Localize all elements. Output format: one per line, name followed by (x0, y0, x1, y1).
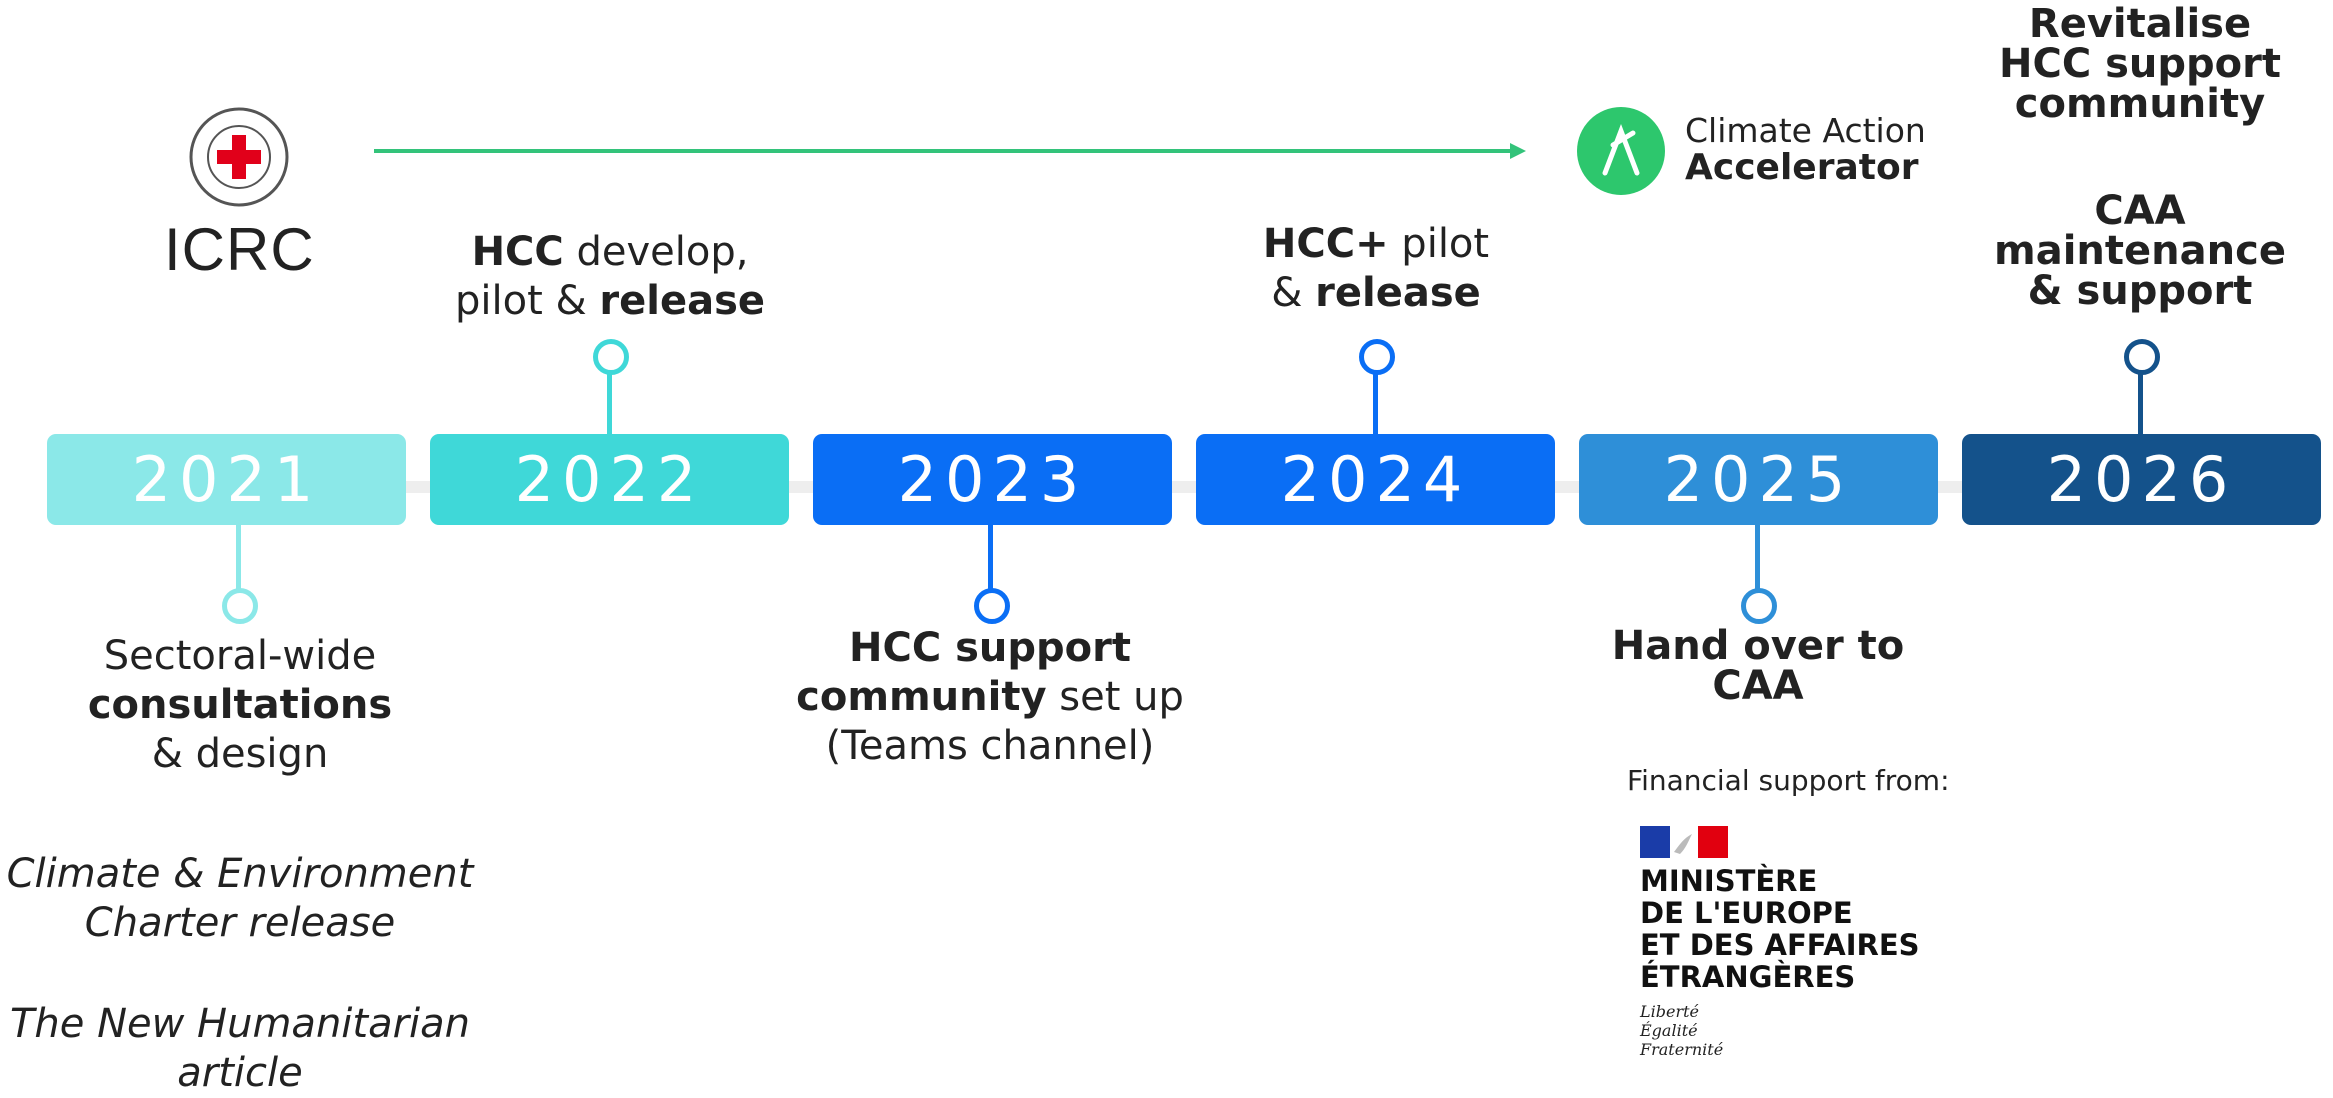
connector-2026 (2138, 370, 2143, 434)
year-2021: 2021 (47, 434, 406, 525)
caa-a-icon (1577, 107, 1665, 195)
caa-line2: Accelerator (1685, 147, 1919, 188)
year-2024: 2024 (1196, 434, 1555, 525)
funding-caption: Financial support from: (1627, 764, 1950, 797)
milestone-2021: Sectoral-wide consultations & design (40, 632, 440, 778)
year-2023: 2023 (813, 434, 1172, 525)
milestone-2023-line1: HCC support (849, 625, 1131, 671)
marianne-flag-icon (1640, 826, 1728, 858)
milestone-2022-hcc: HCC (471, 229, 564, 275)
connector-2021 (236, 525, 241, 590)
milestone-2023-community: community (796, 673, 1047, 720)
connector-2023 (988, 525, 993, 590)
milestone-2021-line2: consultations (87, 681, 393, 728)
connector-dot-2025 (1741, 588, 1777, 624)
milestone-2022-release: release (599, 277, 766, 324)
progress-arrow (374, 143, 1526, 159)
milestone-2024-and: & (1271, 269, 1316, 316)
icrc-logo: ICRC (160, 105, 320, 285)
milestone-2023-line3: (Teams channel) (825, 722, 1155, 769)
milestone-2023: HCC support community set up (Teams chan… (770, 624, 1210, 770)
milestone-2024-hccplus: HCC+ (1262, 221, 1389, 267)
milestone-2021-article: The New Humanitarian article (0, 1000, 490, 1098)
motto-line3: Fraternité (1640, 1040, 1724, 1059)
milestone-2023-setup: set up (1046, 673, 1184, 720)
revitalise-line2: HCC support (1999, 41, 2281, 87)
caa-line1: Climate Action (1685, 111, 1926, 150)
motto-line2: Égalité (1640, 1021, 1698, 1040)
ministry-line2: DE L'EUROPE (1640, 896, 1853, 930)
milestone-2022: HCC develop, pilot & release (410, 228, 810, 326)
connector-dot-2023 (974, 588, 1010, 624)
ministry-line4: ÉTRANGÈRES (1640, 960, 1856, 994)
revitalise-line3: community (2014, 81, 2266, 127)
milestone-2022-develop: develop, (563, 229, 749, 275)
icrc-seal-icon (189, 107, 289, 207)
milestone-2025-line1: Hand over to (1611, 623, 1905, 669)
milestone-2025-line2: CAA (1712, 663, 1804, 709)
year-2026: 2026 (1962, 434, 2321, 525)
milestone-2022-pilot: pilot & (454, 277, 600, 324)
charter-line2: Charter release (84, 899, 396, 946)
milestone-2026-revitalise: Revitalise HCC support community (1940, 4, 2333, 124)
ministry-line1: MINISTÈRE (1640, 864, 1818, 898)
ministry-line3: ET DES AFFAIRES (1640, 928, 1920, 962)
milestone-2024-release: release (1315, 269, 1481, 316)
connector-dot-2024 (1359, 339, 1395, 375)
milestone-2024-pilot: pilot (1388, 221, 1490, 267)
connector-dot-2021 (222, 588, 258, 624)
caa-logo: Climate Action Accelerator (1575, 105, 1935, 195)
charter-line1: Climate & Environment (6, 851, 474, 897)
milestone-2021-charter: Climate & Environment Charter release (0, 850, 490, 948)
caa-maint-line3: & support (2027, 268, 2253, 314)
article-line2: article (177, 1049, 303, 1096)
connector-2022 (607, 370, 612, 434)
year-2025: 2025 (1579, 434, 1938, 525)
milestone-2026-caa: CAA maintenance & support (1940, 191, 2333, 311)
milestone-2021-line3: & design (151, 730, 329, 777)
connector-2024 (1373, 370, 1378, 434)
milestone-2024: HCC+ pilot & release (1176, 220, 1576, 318)
connector-2025 (1755, 525, 1760, 590)
caa-maint-line1: CAA (2094, 188, 2186, 234)
revitalise-line1: Revitalise (2028, 1, 2252, 47)
connector-dot-2022 (593, 339, 629, 375)
caa-maint-line2: maintenance (1994, 228, 2286, 274)
year-2022: 2022 (430, 434, 789, 525)
ministry-logo: MINISTÈRE DE L'EUROPE ET DES AFFAIRES ÉT… (1636, 822, 1936, 1062)
icrc-text: ICRC (164, 216, 315, 283)
article-line1: The New Humanitarian (9, 1001, 471, 1047)
motto-line1: Liberté (1640, 1002, 1699, 1021)
milestone-2025: Hand over to CAA (1558, 626, 1958, 706)
milestone-2021-line1: Sectoral-wide (103, 633, 377, 679)
